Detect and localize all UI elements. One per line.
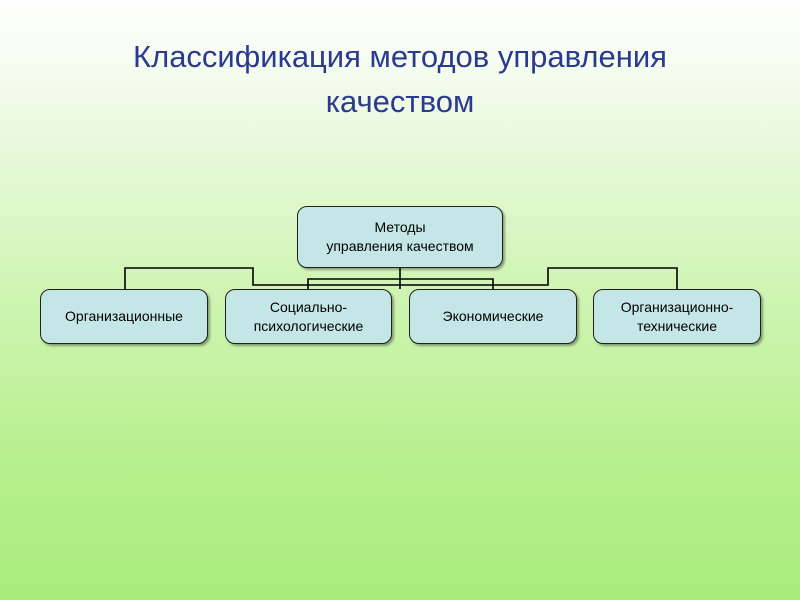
slide-title-line-1: Классификация методов управления <box>133 39 667 74</box>
root-node-label: Методы управления качеством <box>326 219 474 254</box>
slide-title-line-2: качеством <box>325 84 475 119</box>
child-node-label: Социально- психологические <box>253 298 364 334</box>
child-node-economic: Экономические <box>409 289 577 344</box>
connector-inner-bracket <box>307 278 494 289</box>
child-node-organizational: Организационные <box>40 289 208 344</box>
root-node-quality-methods: Методы управления качеством <box>297 206 503 268</box>
child-node-socio-psychological: Социально- психологические <box>225 289 392 344</box>
child-node-label: Экономические <box>442 308 544 324</box>
child-node-label: Организационно- технические <box>620 298 734 334</box>
connector-outer-bracket <box>124 267 678 289</box>
child-node-organizational-technical: Организационно- технические <box>593 289 761 344</box>
slide-title: Классификация методов управления качеств… <box>0 34 800 124</box>
child-node-label: Организационные <box>65 308 183 324</box>
